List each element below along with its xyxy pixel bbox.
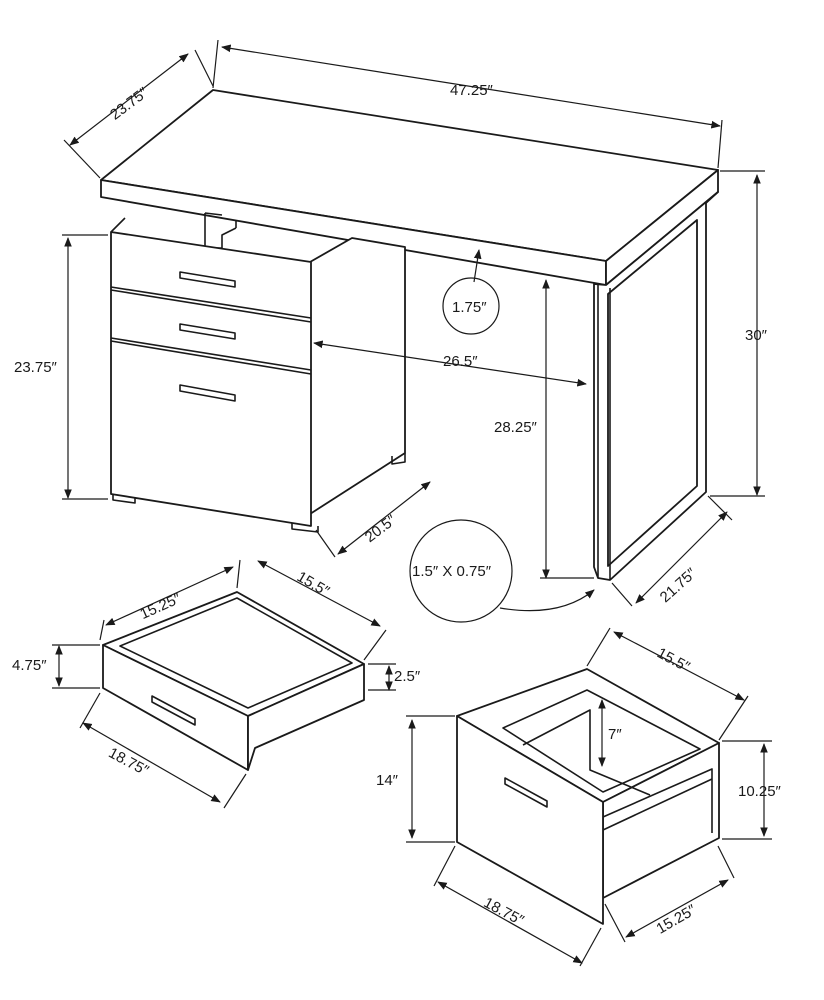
desk-dimensions <box>62 39 765 623</box>
cabinet-depth-label: 20.5″ <box>362 511 400 546</box>
cabinet-back-edge <box>110 217 126 233</box>
desk-leg-frame-inner <box>607 219 698 567</box>
file-drawer-handle <box>504 777 548 808</box>
kneehole-width-label: 26.5″ <box>443 353 478 370</box>
cabinet-height-label: 23.75″ <box>14 359 58 376</box>
small-drawer-interior-height-label: 2.5″ <box>394 668 421 685</box>
cabinet-side <box>309 237 406 515</box>
file-drawer-box-height-label: 10.25″ <box>738 783 782 800</box>
file-drawer-dimensions <box>406 627 772 967</box>
drawer-handle-file <box>179 384 236 402</box>
drawer-handle-top <box>179 271 236 288</box>
file-drawer-upper-height-label: 7″ <box>608 726 622 743</box>
desk-height-label: 30″ <box>745 327 768 344</box>
drawer-handle-middle <box>179 323 236 340</box>
leg-depth-label: 21.75″ <box>657 564 701 606</box>
file-drawer-illustration <box>456 668 720 925</box>
file-drawer-interior-depth-label: 15.5″ <box>654 645 693 677</box>
small-drawer-interior-depth-label: 15.5″ <box>294 568 333 600</box>
small-drawer-side <box>247 663 365 771</box>
leg-profile-callout-circle <box>409 519 513 623</box>
top-thickness-callout-circle <box>442 277 500 335</box>
top-thickness-label: 1.75″ <box>452 299 487 316</box>
small-drawer-dimensions <box>52 559 396 809</box>
kneehole-height-label: 28.25″ <box>494 419 538 436</box>
file-drawer-front-width-label: 18.75″ <box>481 894 527 929</box>
desk-top-width-label: 47.25″ <box>450 82 494 99</box>
desk-illustration <box>100 89 719 581</box>
file-drawer-interior-width-label: 15.25″ <box>653 901 699 937</box>
desk-top-depth-label: 23.75″ <box>107 84 152 124</box>
leg-profile-label: 1.5″ X 0.75″ <box>412 563 492 580</box>
file-drawer-front <box>456 715 604 925</box>
file-drawer-front-height-label: 14″ <box>376 772 399 789</box>
cabinet-front <box>110 231 312 527</box>
small-drawer-front-height-label: 4.75″ <box>12 657 47 674</box>
